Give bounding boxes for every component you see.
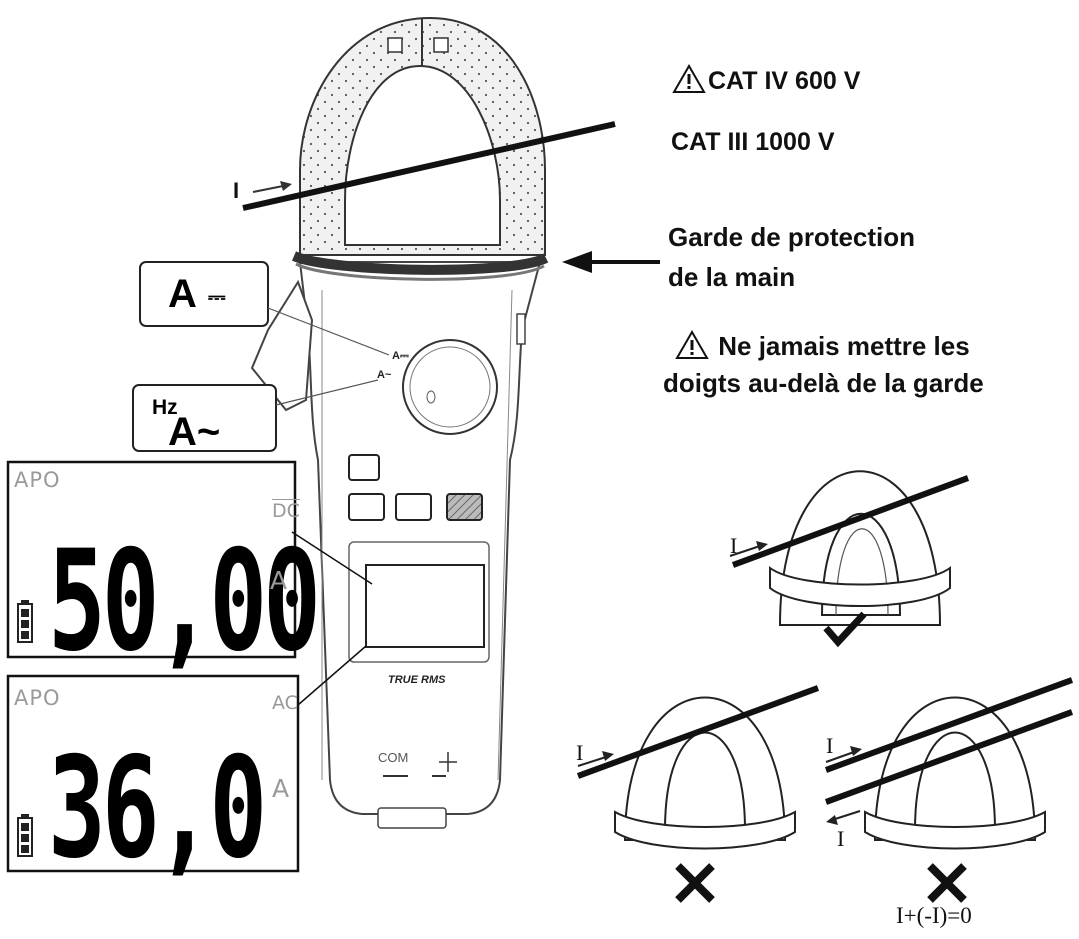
- current-arrow-icon: [252, 181, 292, 193]
- input-jacks: [383, 752, 457, 777]
- display2-unit: A: [272, 774, 290, 803]
- true-rms-label: TRUE RMS: [388, 674, 446, 686]
- display1-reading: 50,00: [48, 520, 321, 683]
- display2-reading: 36,0: [48, 727, 267, 890]
- meter-buttons: [348, 454, 483, 521]
- selector-callouts: [132, 261, 390, 452]
- wrong2-current-label-b: I: [837, 826, 845, 851]
- wrong-clamp-example-2: [824, 677, 1074, 903]
- conductor-wire: [242, 121, 616, 211]
- display1-apo: APO: [14, 468, 61, 492]
- warning-triangle-icon: [675, 330, 709, 359]
- hand-guard-label-line1: Garde de protection: [668, 222, 916, 252]
- wrong2-current-label-a: I: [826, 733, 834, 758]
- hand-guard-label-line2: de la main: [668, 262, 796, 292]
- com-jack-label: COM: [378, 750, 409, 765]
- cat-iv-rating: CAT IV 600 V: [672, 64, 860, 96]
- correct-clamp-example: [729, 470, 970, 648]
- display2-mode: AC: [272, 692, 298, 714]
- meter-lcd-window: [348, 541, 490, 663]
- guard-pointer-arrow-icon: [562, 251, 660, 273]
- cancel-equation: I+(-I)=0: [896, 903, 972, 928]
- dc-symbol-icon: ⎓: [208, 284, 226, 309]
- wrong1-current-label: I: [576, 740, 584, 765]
- correct-example-current-label: I: [730, 533, 738, 558]
- cat-iii-rating: CAT III 1000 V: [671, 128, 835, 156]
- finger-warning-line2: doigts au-delà de la garde: [663, 368, 984, 398]
- dc-amp-selector-label: A: [168, 272, 197, 316]
- finger-warning-text1: Ne jamais mettre les: [718, 331, 970, 361]
- display1-unit: A: [270, 566, 288, 595]
- display2-apo: APO: [14, 686, 61, 710]
- clamp-jaws: [291, 16, 549, 281]
- ac-hz-label: Hz: [152, 396, 178, 419]
- clamp-current-label: I: [233, 178, 240, 203]
- lcd-display-frames: [6, 460, 373, 873]
- finger-warning-line1: Ne jamais mettre les: [675, 330, 970, 362]
- ac-amp-selector-label: A~: [168, 410, 221, 454]
- knob-ac-position-label: A~: [377, 369, 392, 381]
- warning-triangle-icon: [672, 64, 706, 93]
- rotary-selector-knob: [402, 339, 498, 435]
- wrong-clamp-example-1: [576, 685, 820, 903]
- display1-mode: DC: [272, 500, 300, 522]
- knob-dc-position-label: A⎓: [392, 350, 409, 362]
- cat-iv-text: CAT IV 600 V: [708, 67, 861, 95]
